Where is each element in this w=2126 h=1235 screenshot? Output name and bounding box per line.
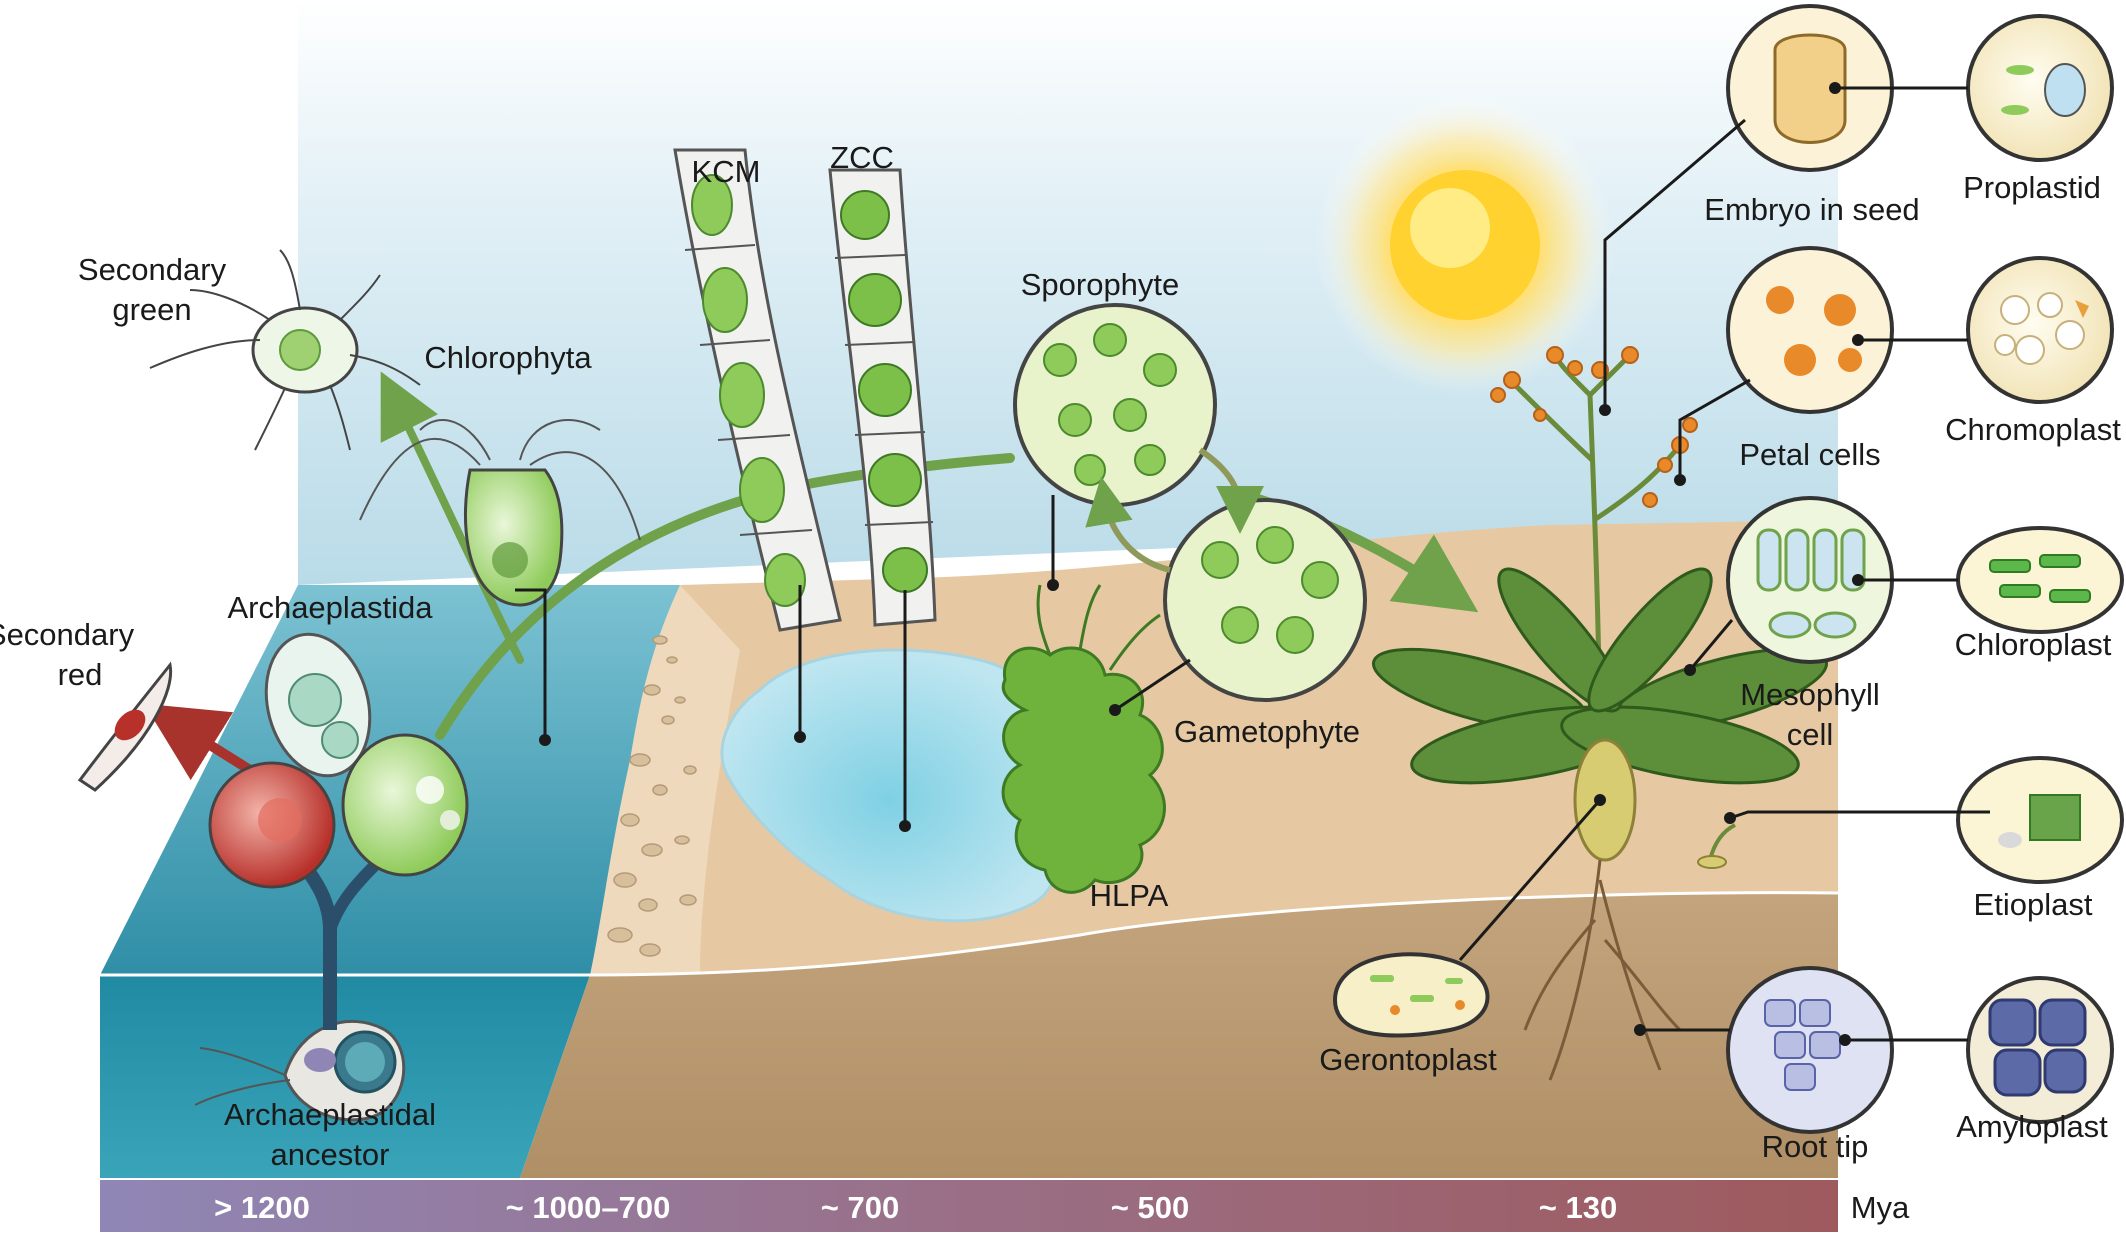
sporophyte-circle xyxy=(1013,303,1217,507)
etioplast-circle xyxy=(1956,756,2124,884)
pebbles xyxy=(607,635,697,957)
label-mesophyll-1: Mesophyll xyxy=(1740,677,1880,712)
label-chromoplast: Chromoplast xyxy=(1945,412,2121,447)
green-algae-cell xyxy=(341,733,469,877)
archaeplastida-cell xyxy=(264,632,372,778)
chlorophyta-cell xyxy=(359,419,641,607)
petal-circle xyxy=(1726,246,1894,414)
chromoplast-circle xyxy=(1966,256,2114,404)
label-ancestor-1: Archaeplastidal xyxy=(224,1097,436,1132)
label-sporophyte: Sporophyte xyxy=(1021,267,1180,302)
proplastid-circle xyxy=(1966,14,2114,162)
label-proplastid: Proplastid xyxy=(1963,170,2101,205)
land-plant xyxy=(1371,346,1829,1081)
secondary-green-cell xyxy=(149,249,421,451)
label-ancestor-2: ancestor xyxy=(271,1137,390,1172)
pond xyxy=(720,648,1058,923)
label-secondary-green-2: green xyxy=(112,292,191,327)
label-secondary-green-1: Secondary xyxy=(78,252,227,287)
hlpa-plant xyxy=(1001,584,1166,894)
embryo-circle xyxy=(1726,4,1894,172)
kcm-filament xyxy=(673,148,842,632)
timeline-label-1: > 1200 xyxy=(214,1190,310,1225)
timeline-label-4: ~ 500 xyxy=(1111,1190,1189,1225)
label-chloroplast: Chloroplast xyxy=(1955,627,2112,662)
soil-front-face xyxy=(100,891,1839,1178)
label-zcc: ZCC xyxy=(830,140,894,175)
label-petal-cells: Petal cells xyxy=(1739,437,1880,472)
mesophyll-circle xyxy=(1726,496,1894,664)
sun xyxy=(1315,95,1615,395)
timeline-bar xyxy=(100,1180,1838,1232)
label-secondary-red-1: Secondary xyxy=(0,617,135,652)
label-root-tip: Root tip xyxy=(1762,1129,1869,1164)
secondary-red-cell xyxy=(77,661,173,792)
label-kcm: KCM xyxy=(692,154,761,189)
zcc-filament xyxy=(828,168,937,627)
seedling xyxy=(1697,823,1736,869)
label-amyloplast: Amyloplast xyxy=(1956,1109,2108,1144)
timeline-label-2: ~ 1000–700 xyxy=(506,1190,671,1225)
label-chlorophyta: Chlorophyta xyxy=(424,340,592,375)
label-secondary-red-2: red xyxy=(58,657,103,692)
label-gametophyte: Gametophyte xyxy=(1174,714,1360,749)
root-tip-circle xyxy=(1726,966,1894,1134)
red-arrow xyxy=(144,703,253,781)
gametophyte-circle xyxy=(1163,498,1367,702)
chloroplast-circle xyxy=(1956,526,2124,634)
timeline-label-3: ~ 700 xyxy=(821,1190,899,1225)
label-embryo-in-seed: Embryo in seed xyxy=(1704,192,1919,227)
label-etioplast: Etioplast xyxy=(1974,887,2093,922)
label-archaeplastida: Archaeplastida xyxy=(227,590,433,625)
life-cycle-arrows xyxy=(1085,447,1264,573)
label-hlpa: HLPA xyxy=(1090,878,1169,913)
red-algae-cell xyxy=(208,761,336,889)
amyloplast-circle xyxy=(1966,976,2114,1124)
text-labels: Secondary green Chlorophyta Secondary re… xyxy=(0,140,2121,1172)
label-mesophyll-2: cell xyxy=(1787,717,1834,752)
timeline-unit: Mya xyxy=(1851,1190,1910,1225)
timeline-label-5: ~ 130 xyxy=(1539,1190,1617,1225)
leader-lines xyxy=(515,86,1990,1042)
label-gerontoplast: Gerontoplast xyxy=(1319,1042,1497,1077)
timeline: > 1200 ~ 1000–700 ~ 700 ~ 500 ~ 130 Mya xyxy=(100,1180,1910,1232)
gerontoplast-circle xyxy=(1332,952,1490,1038)
leader-dots xyxy=(539,82,1864,1046)
